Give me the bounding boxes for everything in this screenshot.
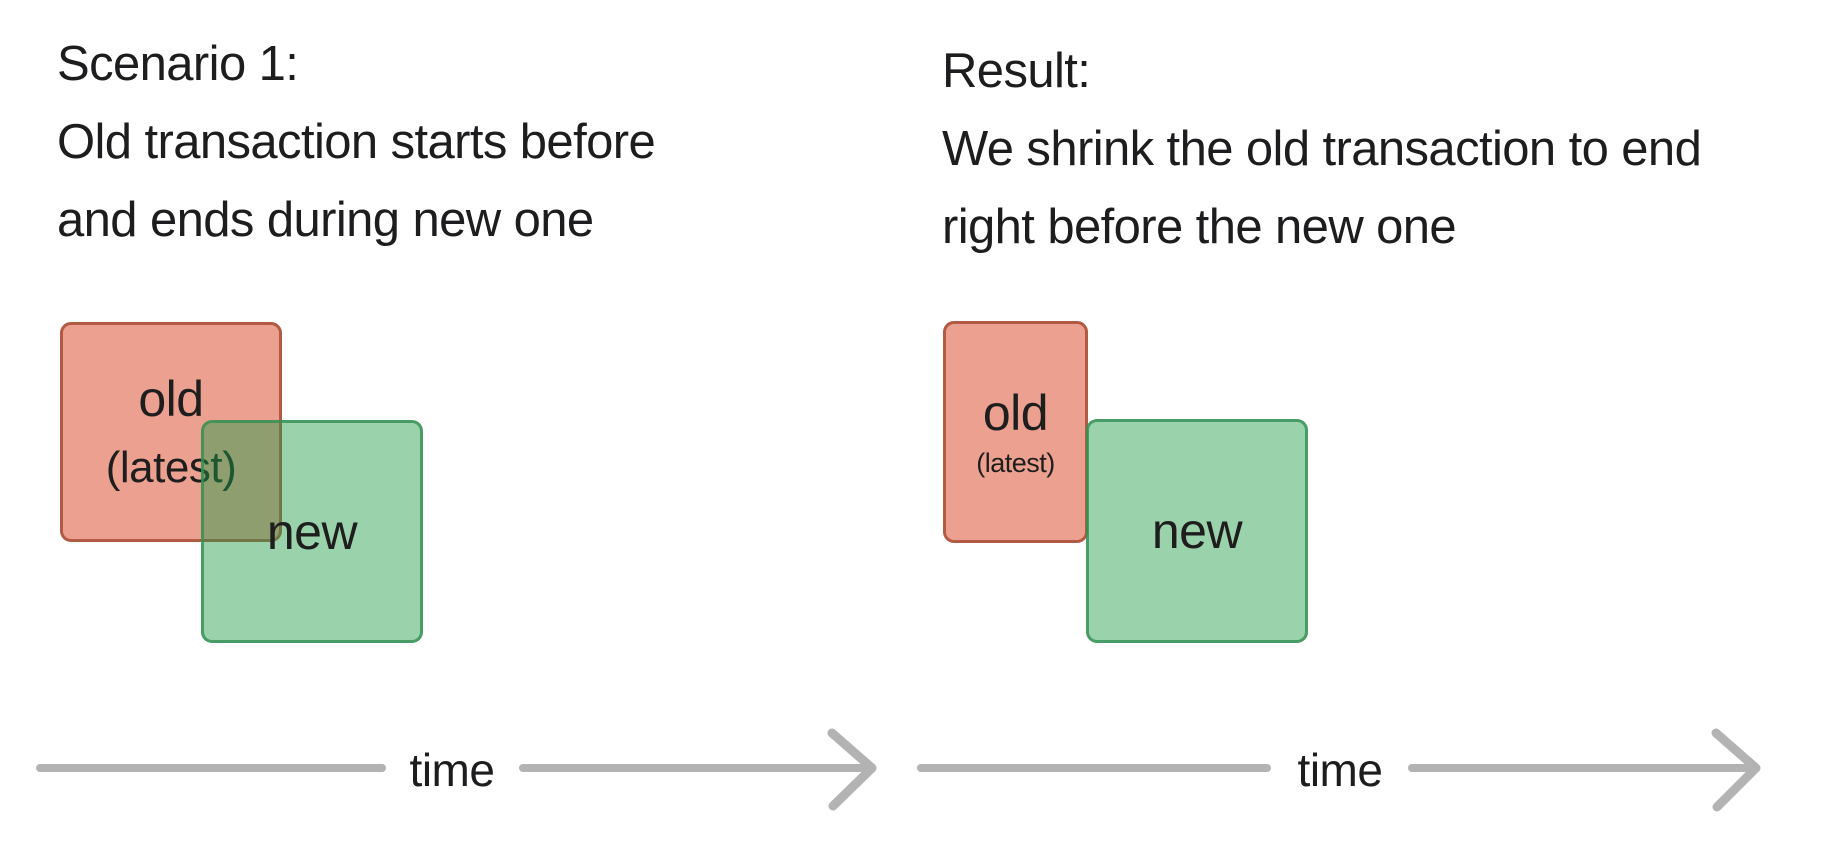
heading-line: We shrink the old transaction to end [942, 122, 1702, 176]
time-label-left: time [410, 744, 495, 796]
arrowhead-icon-left [827, 728, 877, 811]
old-transaction-box-result: old (latest) [943, 321, 1088, 543]
new-box-label: new [1151, 503, 1243, 559]
heading-line: right before the new one [942, 200, 1457, 254]
time-label-right: time [1298, 744, 1383, 796]
old-box-label: old [138, 370, 204, 427]
new-transaction-box-result: new [1086, 419, 1308, 643]
new-transaction-box-scenario: new [201, 420, 423, 643]
heading-line: and ends during new one [57, 193, 594, 247]
old-box-label: old [982, 384, 1049, 441]
old-box-sublabel: (latest) [105, 442, 237, 492]
scenario-1-heading: Scenario 1: Old transaction starts befor… [57, 25, 656, 259]
result-heading: Result: We shrink the old transaction to… [942, 32, 1702, 266]
old-box-sublabel: (latest) [976, 447, 1055, 478]
new-box-label: new [266, 503, 358, 560]
heading-line: Result: [942, 44, 1091, 98]
heading-line: Scenario 1: [57, 37, 299, 91]
old-transaction-box-scenario: old (latest) [60, 322, 282, 542]
arrowhead-icon-right [1711, 728, 1761, 812]
heading-line: Old transaction starts before [57, 115, 656, 169]
